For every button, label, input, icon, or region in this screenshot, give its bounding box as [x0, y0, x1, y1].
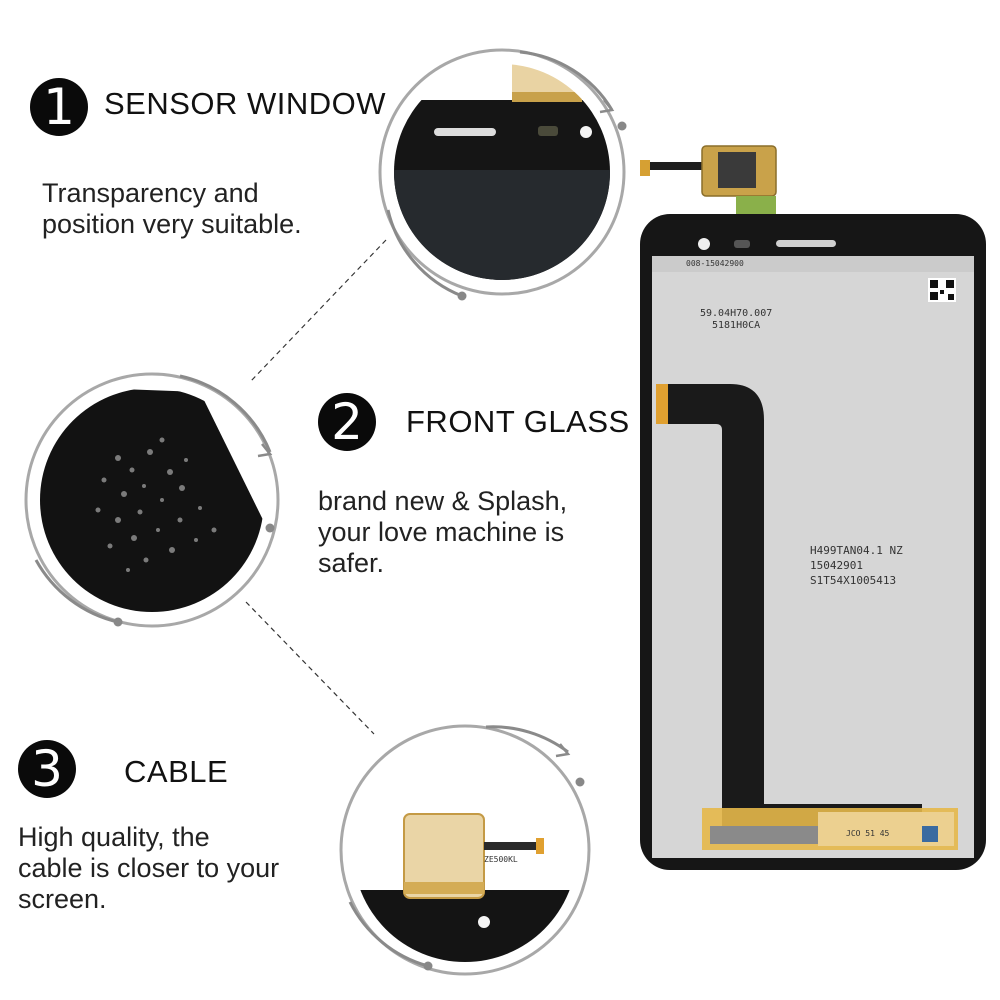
top-strip-label: 008-15042900	[686, 259, 744, 268]
bottom-strip-label: JCO 51 45	[846, 829, 890, 838]
section-3-description: High quality, the cable is closer to you…	[18, 822, 280, 914]
zoom-circle-front-glass	[24, 372, 280, 628]
section-1-number: 1	[43, 78, 75, 136]
lcd-assembly: 008-15042900 59.04H70.007 5181H0CA H499T…	[640, 145, 986, 870]
zoom-circle-cable: ZE500KL	[339, 724, 591, 976]
section-2-description: brand new & Splash, your love machine is…	[318, 486, 568, 578]
section-1-description: Transparency and position very suitable.	[42, 178, 302, 239]
section-2-number-badge: 2	[318, 393, 376, 451]
section-3-number-badge: 3	[18, 740, 76, 798]
qr-code	[928, 278, 956, 302]
section-1-number-badge: 1	[30, 78, 88, 136]
section-2-number: 2	[331, 393, 363, 451]
panel-code-a: 59.04H70.007	[700, 308, 772, 319]
panel-code-e: S1T54X1005413	[810, 574, 896, 587]
section-3-number: 3	[31, 740, 63, 798]
panel-code-b: 5181H0CA	[712, 320, 760, 331]
section-3-title: CABLE	[124, 754, 229, 789]
connector-line-1	[249, 239, 387, 383]
section-2-title: FRONT GLASS	[406, 404, 630, 439]
panel-code-d: 15042901	[810, 559, 863, 572]
panel-code-c: H499TAN04.1 NZ	[810, 544, 903, 557]
connector-line-2	[245, 601, 375, 735]
zoom-circle-sensor-window	[378, 48, 627, 301]
section-1-title: SENSOR WINDOW	[104, 86, 387, 121]
cable-chip-label: ZE500KL	[484, 855, 518, 864]
